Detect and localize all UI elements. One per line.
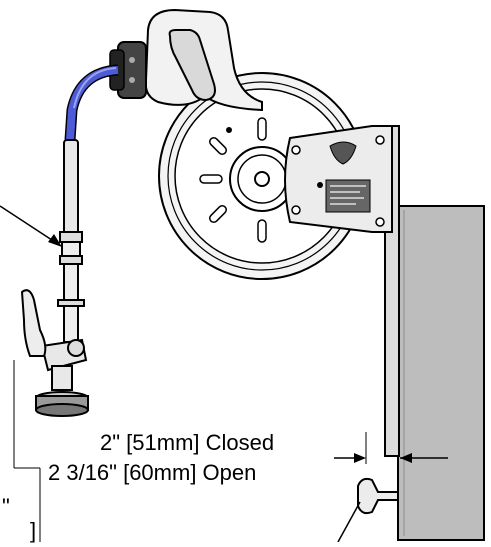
callout-box-left xyxy=(13,360,41,542)
leader-arrow-fitting xyxy=(0,205,62,247)
dimension-open-label: 2 3/16" [60mm] Open xyxy=(48,460,257,485)
wall-panel xyxy=(397,205,485,541)
cut-off-quote: " xyxy=(2,494,10,519)
cut-off-bracket: ] xyxy=(30,518,37,543)
dimension-lines xyxy=(334,432,448,464)
spray-valve-assembly xyxy=(20,139,89,417)
hose xyxy=(64,64,119,141)
hose-guide xyxy=(109,41,147,99)
dimension-closed-label: 2" [51mm] Closed xyxy=(100,430,275,455)
reel-arm xyxy=(144,8,263,112)
wall-knob xyxy=(337,477,399,543)
mounting-plate xyxy=(284,125,393,233)
